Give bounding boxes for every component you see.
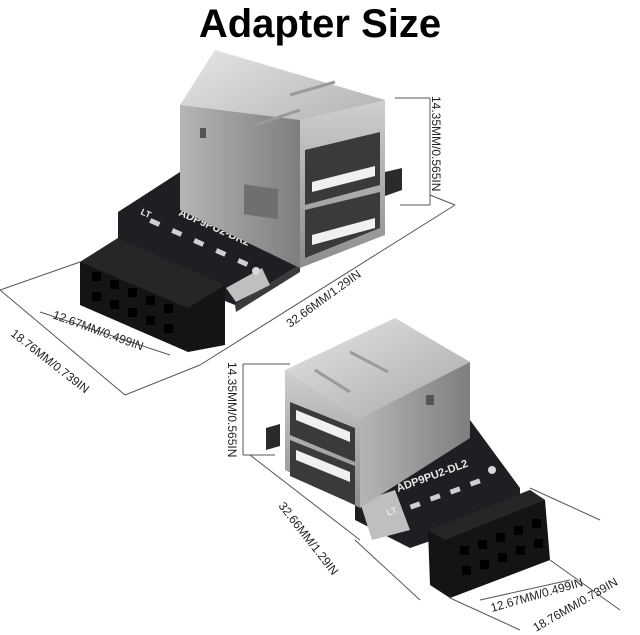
pin-header <box>428 490 550 598</box>
pcb-marking: LT <box>385 505 399 518</box>
housing-springs <box>254 80 336 127</box>
housing-springs <box>314 350 389 394</box>
header-holes <box>460 519 543 575</box>
adapter-top: ADP9PU2-DR2 LT <box>80 50 402 352</box>
pcb-pad <box>226 268 270 302</box>
housing-tab <box>426 395 434 405</box>
housing-back-tab <box>385 168 402 196</box>
pcb-pins <box>149 218 249 267</box>
page-title: Adapter Size <box>198 2 442 46</box>
header-holes <box>92 272 173 333</box>
housing-slot <box>244 184 278 220</box>
usb-tongue-upper <box>312 166 375 192</box>
pcb-edge <box>235 265 300 312</box>
usb-tongue-upper <box>296 410 350 442</box>
dim-length-bottom: 32.66MM/1.29IN <box>276 499 342 578</box>
dim-outer-width-top: 18.76MM/0.739IN <box>8 326 92 396</box>
pcb-pins <box>409 478 481 510</box>
dimensions-top <box>0 97 456 396</box>
usb-housing-side <box>360 362 470 508</box>
usb-tongue-lower <box>296 450 350 482</box>
housing-tab <box>200 128 206 138</box>
usb-housing-side <box>180 105 300 268</box>
pcb-marking: LT <box>139 207 153 221</box>
pin-header-top <box>80 238 225 308</box>
dimensions-bottom <box>242 363 621 631</box>
dim-height-bottom: 14.35MM/0.565IN <box>225 362 239 457</box>
housing-back-tab <box>266 424 280 450</box>
pcb-hole <box>252 267 260 275</box>
adapter-bottom: ADP9PU2-DL2 LT <box>266 318 550 598</box>
pcb-hole <box>488 466 496 474</box>
pcb-pad <box>360 490 410 540</box>
pin-header-top <box>428 490 545 540</box>
usb-tongue-lower <box>312 218 375 245</box>
dim-height-top: 14.35MM/0.565IN <box>429 96 443 191</box>
dim-length-top: 32.66MM/1.29IN <box>284 267 364 330</box>
